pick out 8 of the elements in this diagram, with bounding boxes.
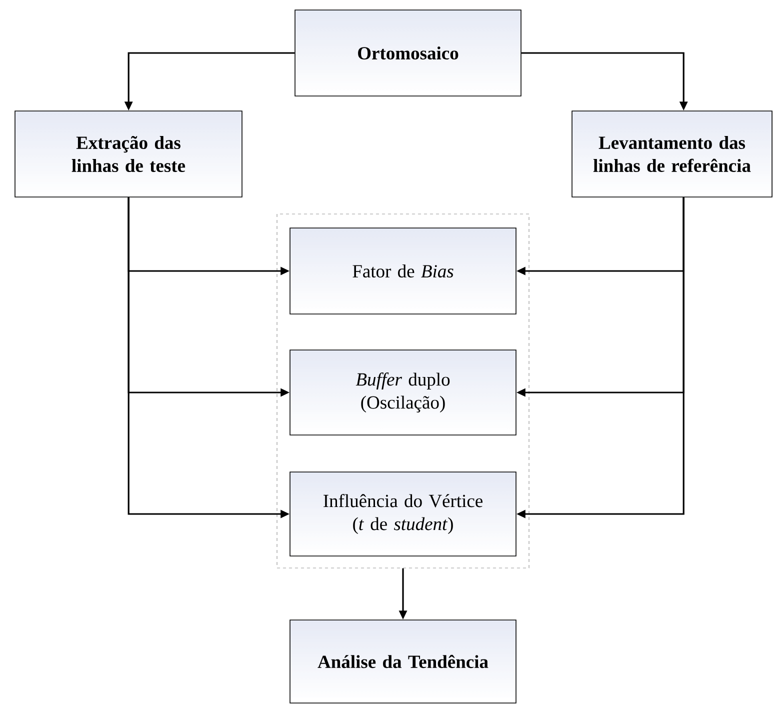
process-box: Fator de Bias [290, 228, 516, 314]
process-box: Buffer duplo (Oscilação) [290, 350, 516, 436]
process-box: Influência do Vértice (t de student) [290, 472, 516, 556]
group-box [276, 214, 530, 568]
process-box: Levantamento das linhas de referência [572, 110, 772, 198]
process-box: Ortomosaico [294, 10, 522, 96]
process-box: Análise da Tendência [290, 620, 516, 704]
process-box: Extração das linhas de teste [14, 110, 242, 198]
